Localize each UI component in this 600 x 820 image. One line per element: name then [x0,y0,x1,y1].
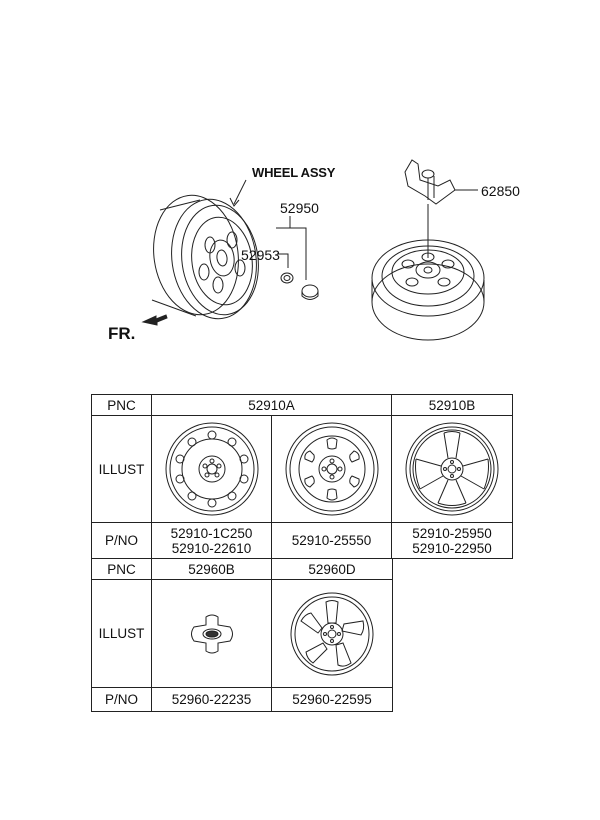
illust-center-cap [151,579,272,688]
callout-nut-set: 52950 [280,200,319,216]
illust-steel-wheel-holes [151,415,272,523]
part-number: 52910-25950 [412,525,492,541]
center-cap-icon [190,614,233,653]
header-illust: ILLUST [91,579,152,688]
wheel-cover-icon [290,592,374,675]
pno-cell-1: 52910-1C250 52910-22610 [151,522,272,559]
header-pnc: PNC [91,394,152,416]
part-number: 52910-22610 [171,540,252,556]
part-number: 52910-25550 [291,533,372,548]
header-pnc: PNC [91,558,152,580]
wheel-assy-label: WHEEL ASSY [252,165,336,180]
header-illust: ILLUST [91,415,152,523]
part-number: 52910-1C250 [170,525,253,541]
callout-carrier: 62850 [481,183,520,199]
part-number: 52960-22235 [151,687,272,712]
wheel-exploded-diagram [141,159,485,341]
pno-cell-2: 52910-25550 [270,522,393,559]
pno-cell-3: 52910-25950 52910-22950 [391,522,514,559]
alloy-wheel-icon [405,422,499,516]
header-pno: P/NO [91,687,152,712]
part-number: 52960-22595 [271,687,393,712]
pnc-52910b: 52910B [391,394,514,416]
pnc-52910a: 52910A [150,394,393,416]
part-number: 52910-22950 [412,540,492,556]
wheel-assy-drawing [151,194,259,320]
callout-nut: 52953 [241,247,280,263]
steel-wheel-slotted-icon [285,422,378,516]
illust-steel-wheel-slots [270,415,393,523]
pnc-52960d: 52960D [271,558,393,580]
spare-carrier-drawing [404,159,478,258]
steel-wheel-icon [165,422,258,516]
spare-wheel-drawing [371,239,485,341]
front-direction-label: FR. [108,324,136,343]
header-pno: P/NO [91,522,152,559]
illust-alloy-wheel [391,415,514,523]
illust-wheel-cover [271,579,393,688]
pnc-52960b: 52960B [151,558,272,580]
cap-parts-table: PNC 52960B 52960D ILLUST [91,558,393,712]
wheel-parts-table: PNC 52910A 52910B ILLUST [91,394,514,559]
